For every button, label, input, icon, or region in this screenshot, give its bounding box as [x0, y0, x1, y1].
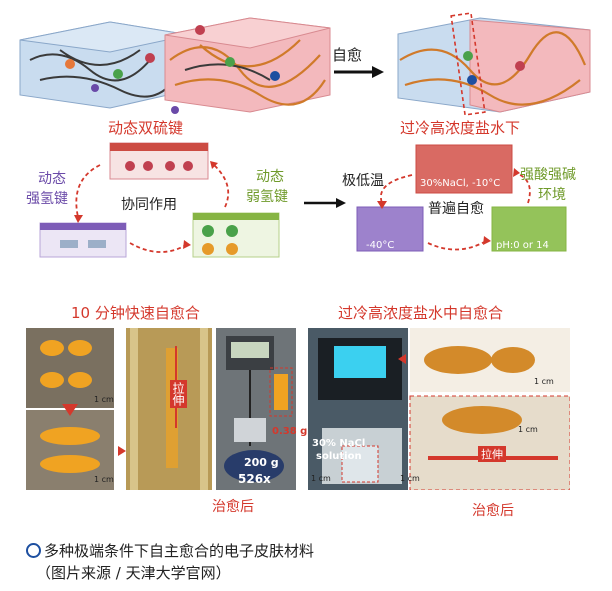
after-heal-right: 治愈后 — [472, 503, 514, 519]
scale-1cm-a: 1 cm — [94, 395, 114, 404]
caption-bullet-icon — [26, 543, 41, 558]
synergy-label: 协同作用 — [121, 197, 177, 213]
network-illustration — [19, 12, 591, 116]
mechanism-diagram-right — [356, 144, 567, 252]
blue-network-block — [19, 21, 191, 109]
healed-network-block — [397, 12, 591, 116]
acid-base-label-1: 强酸强碱 — [520, 167, 576, 183]
mechanism-diagram-left — [39, 142, 280, 258]
scale-1cm-d: 1 cm — [518, 425, 538, 434]
universal-heal-label: 普遍自愈 — [428, 201, 484, 217]
fast-heal-photos — [26, 328, 296, 490]
ph-label: pH:0 or 14 — [496, 240, 549, 251]
disulfide-title: 动态双硫键 — [108, 119, 184, 137]
stretch-label-right: 拉伸 — [478, 446, 506, 462]
strong-hbond-label-1: 动态 — [38, 171, 66, 187]
weight-label: 200 g — [244, 456, 279, 469]
supercooled-title: 过冷高浓度盐水下 — [400, 119, 521, 137]
acid-base-label-2: 环境 — [538, 187, 566, 203]
scale-1cm-f: 1 cm — [400, 474, 420, 483]
stretch-label-left: 拉伸 — [170, 380, 187, 408]
times-label: 526x — [238, 472, 271, 486]
strong-hbond-label-2: 强氢键 — [26, 191, 68, 207]
mass-label: 0.38 g — [272, 426, 308, 437]
saltwater-heal-photos — [308, 328, 570, 490]
center-arrow — [304, 198, 346, 208]
weak-hbond-label-1: 动态 — [256, 169, 284, 185]
nacl-box-label: 30%NaCl, -10°C — [420, 178, 501, 189]
after-heal-left: 治愈后 — [212, 499, 254, 515]
nacl-solution-2: solution — [316, 451, 362, 462]
temp-label: -40°C — [366, 240, 395, 251]
self-heal-label: 自愈 — [332, 46, 363, 64]
caption-line-2: （图片来源 / 天津大学官网） — [36, 564, 231, 582]
weak-hbond-label-2: 弱氢键 — [246, 189, 288, 205]
scale-1cm-c: 1 cm — [534, 377, 554, 386]
pink-network-block — [164, 17, 331, 114]
saltwater-heal-title: 过冷高浓度盐水中自愈合 — [338, 304, 504, 322]
scale-1cm-e: 1 cm — [311, 474, 331, 483]
scale-1cm-b: 1 cm — [94, 475, 114, 484]
caption-line-1: 多种极端条件下自主愈合的电子皮肤材料 — [44, 542, 315, 560]
fast-heal-title: 10 分钟快速自愈合 — [71, 304, 200, 322]
low-temp-label: 极低温 — [342, 173, 384, 189]
nacl-solution-1: 30% NaCl — [312, 438, 366, 449]
